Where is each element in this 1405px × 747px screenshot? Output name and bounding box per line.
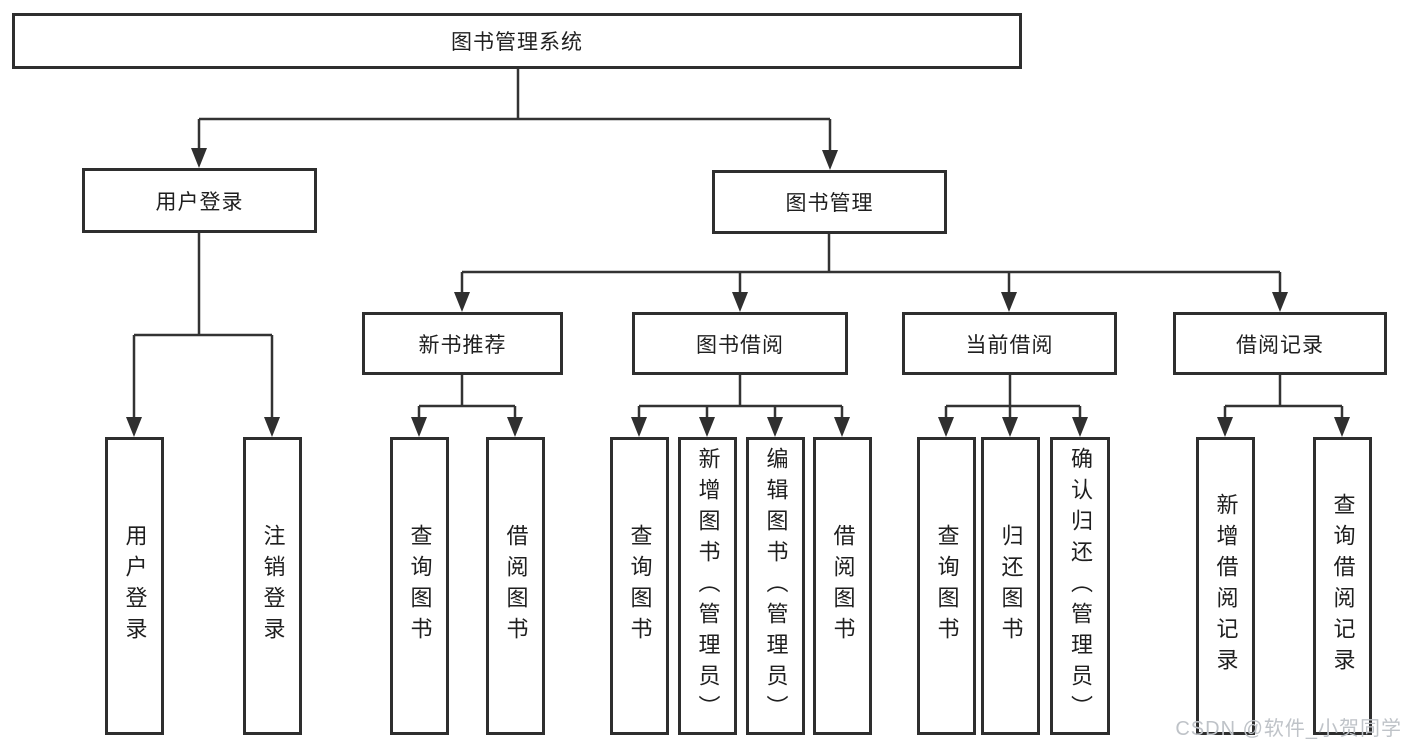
leaf-confirm-return-admin-label: 确认归还（管理员） — [1068, 446, 1093, 726]
leaf-borrow-books-2-label: 借阅图书 — [830, 524, 856, 648]
leaf-query-books-1-label: 查询图书 — [407, 524, 433, 648]
leaf-query-books-3-label: 查询图书 — [934, 524, 960, 648]
leaf-query-borrow-record-label: 查询借阅记录 — [1330, 493, 1356, 679]
node-current-borrow-label: 当前借阅 — [965, 333, 1054, 357]
node-book-management-label: 图书管理 — [785, 192, 874, 215]
leaf-user-login: 用户登录 — [105, 437, 164, 735]
leaf-return-books-label: 归还图书 — [998, 524, 1024, 648]
arrowheads — [126, 148, 1350, 437]
watermark: CSDN @软件_小贺同学 — [1175, 718, 1402, 740]
leaf-logout-label: 注销登录 — [260, 524, 286, 648]
leaf-edit-book-admin-label: 编辑图书（管理员） — [763, 446, 789, 726]
leaf-add-book-admin-label: 新增图书（管理员） — [695, 446, 721, 726]
node-new-book-recommend: 新书推荐 — [362, 312, 563, 375]
leaf-borrow-books-1-label: 借阅图书 — [503, 524, 529, 648]
leaf-add-borrow-record-label: 新增借阅记录 — [1213, 493, 1239, 679]
leaf-query-borrow-record: 查询借阅记录 — [1313, 437, 1372, 735]
leaf-user-login-label: 用户登录 — [122, 524, 148, 648]
node-borrow-records: 借阅记录 — [1173, 312, 1387, 375]
node-book-borrow: 图书借阅 — [632, 312, 848, 375]
node-root: 图书管理系统 — [12, 13, 1022, 69]
node-user-login: 用户登录 — [82, 168, 317, 233]
node-user-login-label: 用户登录 — [155, 190, 244, 214]
node-current-borrow: 当前借阅 — [902, 312, 1117, 375]
leaf-borrow-books-1: 借阅图书 — [486, 437, 545, 735]
leaf-edit-book-admin: 编辑图书（管理员） — [746, 437, 805, 735]
leaf-confirm-return-admin: 确认归还（管理员） — [1050, 437, 1110, 735]
node-book-management: 图书管理 — [712, 170, 947, 234]
leaf-return-books: 归还图书 — [981, 437, 1040, 735]
leaf-add-borrow-record: 新增借阅记录 — [1196, 437, 1255, 735]
node-book-borrow-label: 图书借阅 — [696, 333, 784, 357]
node-borrow-records-label: 借阅记录 — [1236, 333, 1324, 357]
node-root-label: 图书管理系统 — [451, 31, 583, 54]
node-new-book-recommend-label: 新书推荐 — [418, 333, 507, 357]
leaf-query-books-2-label: 查询图书 — [627, 524, 653, 648]
leaf-query-books-3: 查询图书 — [917, 437, 976, 735]
leaf-query-books-1: 查询图书 — [390, 437, 449, 735]
leaf-borrow-books-2: 借阅图书 — [813, 437, 872, 735]
leaf-add-book-admin: 新增图书（管理员） — [678, 437, 737, 735]
leaf-query-books-2: 查询图书 — [610, 437, 669, 735]
leaf-logout: 注销登录 — [243, 437, 302, 735]
